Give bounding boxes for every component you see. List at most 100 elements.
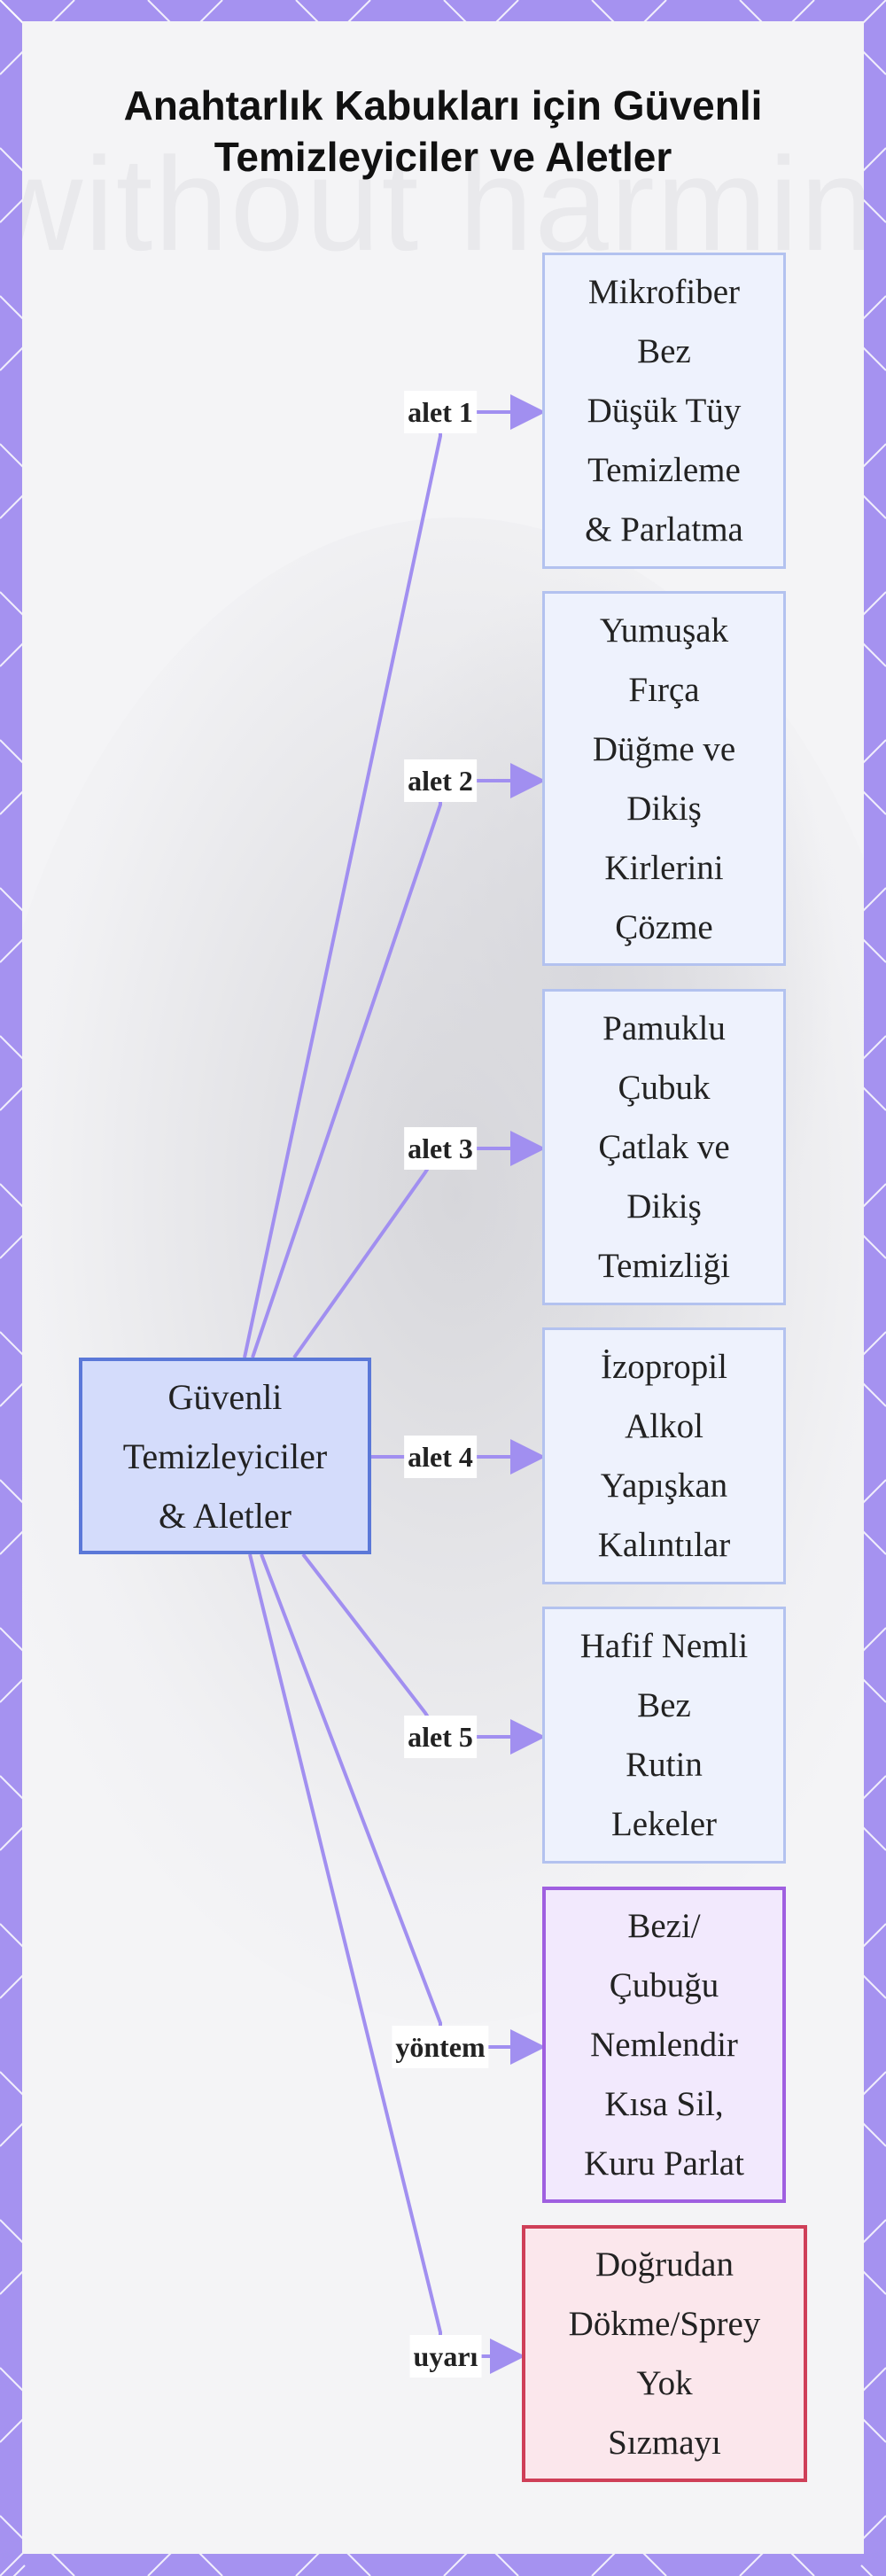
frame-pattern-line	[0, 2071, 26, 2097]
frame-pattern-line	[860, 1381, 886, 1407]
node-label: Mikrofiber Bez Düşük Tüy Temizleme & Par…	[585, 273, 743, 549]
title-line: Anahtarlık Kabukları için Güvenli	[123, 82, 763, 128]
frame-pattern-line	[860, 0, 886, 26]
frame-pattern-line	[739, 2550, 766, 2576]
warning-node: Doğrudan Dökme/Sprey Yok Sızmayı	[522, 2225, 807, 2482]
frame-pattern-line	[860, 1923, 886, 1950]
frame-pattern-line	[0, 1775, 26, 1802]
frame-pattern-line	[860, 937, 886, 963]
frame-pattern-line	[0, 591, 26, 618]
frame-pattern-line	[860, 1331, 886, 1358]
frame-pattern-line	[860, 2416, 886, 2443]
frame-pattern-line	[0, 887, 26, 914]
frame-pattern-line	[860, 1233, 886, 1259]
frame-pattern-line	[0, 1825, 26, 1851]
frame-pattern-line	[0, 1381, 26, 1407]
frame-pattern-line	[0, 0, 26, 26]
center-node-label: Güvenli Temizleyiciler & Aletler	[122, 1376, 328, 1536]
frame-pattern-line	[860, 147, 886, 174]
connector-6	[260, 1553, 546, 2065]
frame-pattern-line	[860, 2071, 886, 2097]
frame-pattern-line	[860, 49, 886, 75]
frame-pattern-line	[0, 2269, 26, 2295]
frame-pattern-line	[860, 789, 886, 815]
tool-node-3: Pamuklu Çubuk Çatlak ve Dikiş Temizliği	[542, 989, 786, 1305]
frame-pattern-line	[860, 641, 886, 667]
frame-pattern-line	[345, 2550, 371, 2576]
node-label: Pamuklu Çubuk Çatlak ve Dikiş Temizliği	[598, 1009, 730, 1285]
frame-pattern-line	[49, 0, 75, 26]
frame-pattern-line	[860, 1085, 886, 1111]
frame-pattern-line	[0, 345, 26, 371]
frame-pattern-line	[860, 2367, 886, 2393]
frame-pattern-line	[0, 1035, 26, 1062]
edge-label-alet-5: alet 5	[404, 1716, 477, 1758]
edge-label-alet-4: alet 4	[404, 1436, 477, 1478]
frame-pattern-line	[443, 0, 470, 26]
frame-pattern-line	[860, 2219, 886, 2245]
frame-pattern-line	[641, 2550, 667, 2576]
center-node: Güvenli Temizleyiciler & Aletler	[79, 1358, 371, 1554]
frame-pattern-line	[0, 2367, 26, 2393]
frame-pattern-line	[0, 197, 26, 223]
frame-pattern-line	[860, 1479, 886, 1506]
frame-pattern-line	[493, 0, 519, 26]
frame-pattern-line	[0, 2121, 26, 2147]
frame-pattern-line	[295, 2550, 322, 2576]
frame-pattern-line	[860, 2269, 886, 2295]
frame-pattern-line	[0, 1233, 26, 1259]
tool-node-4: İzopropil Alkol Yapışkan Kalıntılar	[542, 1327, 786, 1584]
frame-pattern-line	[0, 1677, 26, 1703]
frame-pattern-line	[0, 443, 26, 470]
edge-label-uyari: uyarı	[409, 2335, 482, 2378]
node-label: Doğrudan Dökme/Sprey Yok Sızmayı	[568, 2245, 761, 2462]
title-line: Temizleyiciler ve Aletler	[214, 134, 672, 180]
frame-pattern-line	[197, 0, 223, 26]
connector-3	[292, 1131, 546, 1359]
frame-pattern-line	[860, 2121, 886, 2147]
frame-pattern-line	[0, 2219, 26, 2245]
frame-pattern-line	[860, 1973, 886, 1999]
frame-pattern-line	[860, 1825, 886, 1851]
edge-label-alet-1: alet 1	[404, 391, 477, 433]
frame-pattern-line	[0, 937, 26, 963]
frame-pattern-line	[0, 1529, 26, 1555]
connector-7	[248, 1553, 525, 2374]
frame-pattern-line	[789, 2550, 815, 2576]
edge-label-yontem: yöntem	[392, 2026, 489, 2068]
frame-pattern-line	[0, 1627, 26, 1654]
frame-pattern-line	[0, 147, 26, 174]
edge-label-alet-2: alet 2	[404, 759, 477, 802]
frame-pattern-line	[295, 0, 322, 26]
frame-pattern-line	[860, 1529, 886, 1555]
frame-pattern-line	[0, 1331, 26, 1358]
frame-pattern-line	[860, 1627, 886, 1654]
node-label: Hafif Nemli Bez Rutin Lekeler	[579, 1627, 749, 1843]
frame-pattern-line	[860, 2564, 874, 2576]
frame-pattern-line	[0, 1479, 26, 1506]
frame-pattern-line	[591, 2550, 618, 2576]
frame-pattern-line	[860, 1775, 886, 1802]
frame-pattern-line	[345, 0, 371, 26]
frame-pattern-line	[860, 443, 886, 470]
frame-pattern-line	[860, 1183, 886, 1210]
frame-pattern-line	[739, 0, 766, 26]
frame-pattern-line	[591, 0, 618, 26]
frame-pattern-line	[0, 1923, 26, 1950]
frame-pattern-line	[493, 2550, 519, 2576]
frame-pattern-line	[0, 641, 26, 667]
frame-pattern-line	[49, 2550, 75, 2576]
frame-pattern-line	[860, 345, 886, 371]
frame-pattern-line	[0, 1973, 26, 1999]
frame-pattern-line	[197, 2550, 223, 2576]
frame-pattern-line	[860, 493, 886, 519]
frame-pattern-line	[0, 789, 26, 815]
diagram-title: Anahtarlık Kabukları için Güvenli Temizl…	[22, 80, 864, 183]
frame-pattern-line	[860, 197, 886, 223]
frame-pattern-line	[860, 887, 886, 914]
method-node: Bezi/ Çubuğu Nemlendir Kısa Sil, Kuru Pa…	[542, 1887, 786, 2203]
frame-pattern-line	[147, 2550, 174, 2576]
frame-pattern-line	[0, 2515, 26, 2541]
frame-pattern-line	[641, 0, 667, 26]
